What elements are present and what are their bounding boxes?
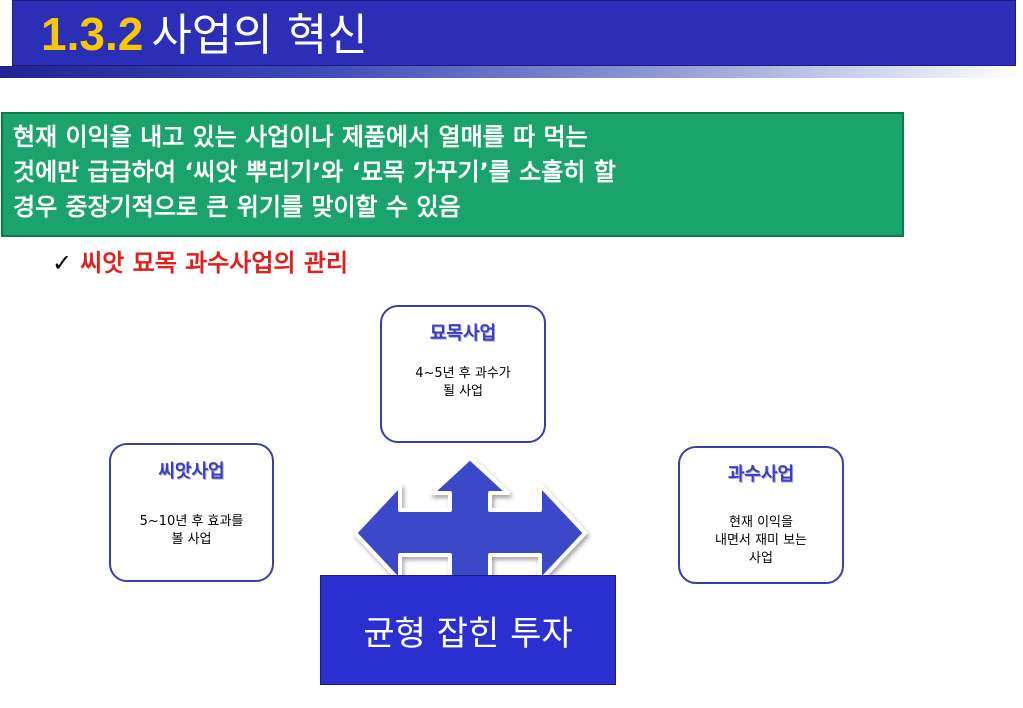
checkmark-icon: ✓ xyxy=(52,249,73,277)
card-seed-title: 씨앗사업 xyxy=(158,461,225,482)
card-seed-body: 5~10년 후 효과를 볼 사업 xyxy=(139,514,244,547)
summary-line-1: 현재 이익을 내고 있는 사업이나 제품에서 열매를 따 먹는 xyxy=(13,123,588,151)
card-seed-business: 씨앗사업 5~10년 후 효과를 볼 사업 xyxy=(109,443,274,582)
summary-line-3: 경우 중장기적으로 큰 위기를 맞이할 수 있음 xyxy=(13,193,461,221)
section-number: 1.3.2 xyxy=(41,8,144,60)
card-seedling-body: 4~5년 후 과수가 될 사업 xyxy=(415,366,511,399)
bullet-text: 씨앗 묘목 과수사업의 관리 xyxy=(80,249,349,277)
title-label: 사업의 혁신 xyxy=(151,10,368,61)
three-way-arrow-icon xyxy=(353,456,587,583)
bullet-item: ✓씨앗 묘목 과수사업의 관리 xyxy=(52,247,348,279)
summary-box: 현재 이익을 내고 있는 사업이나 제품에서 열매를 따 먹는 것에만 급급하여… xyxy=(1,112,904,237)
summary-line-2: 것에만 급급하여 ‘씨앗 뿌리기’와 ‘묘목 가꾸기’를 소홀히 할 xyxy=(13,158,616,186)
balanced-investment-label: 균형 잡힌 투자 xyxy=(363,613,573,654)
balanced-investment-box: 균형 잡힌 투자 xyxy=(320,575,616,685)
card-seedling-title: 묘목사업 xyxy=(429,323,497,344)
card-seedling-business: 묘목사업 4~5년 후 과수가 될 사업 xyxy=(380,305,546,443)
card-fruit-business: 과수사업 현재 이익을 내면서 재미 보는 사업 xyxy=(678,446,844,584)
card-fruit-body: 현재 이익을 내면서 재미 보는 사업 xyxy=(715,515,807,566)
card-fruit-title: 과수사업 xyxy=(727,464,795,485)
title-underline xyxy=(0,66,1023,78)
